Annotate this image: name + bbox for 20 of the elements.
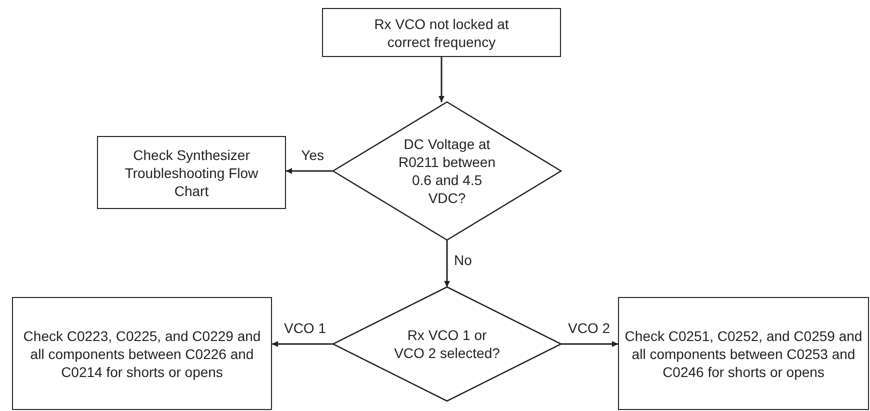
edge-label: VCO 2 — [567, 320, 612, 336]
edge-label: Yes — [300, 147, 325, 163]
decision-diamond — [333, 287, 561, 401]
process-box — [12, 297, 272, 410]
process-box — [322, 8, 561, 57]
arrow — [561, 341, 618, 347]
process-box — [618, 297, 869, 410]
process-box — [97, 136, 286, 209]
arrow — [286, 168, 333, 174]
node-text: DC Voltage at R0211 between 0.6 and 4.5 VDC? — [397, 135, 497, 207]
node-text: Rx VCO 1 or VCO 2 selected? — [393, 326, 501, 362]
arrow — [272, 341, 333, 347]
node-text: Check Synthesizer Troubleshooting Flow Chart — [124, 146, 260, 200]
edge-label: VCO 1 — [282, 320, 327, 336]
node-text: Check C0223, C0225, and C0229 and all components between C0226 and C0214 for shorts or opens — [22, 326, 262, 380]
node-text: Check C0251, C0252, and C0259 and all components between C0253 and C0246 for shorts or opens — [624, 326, 864, 380]
arrow — [444, 240, 450, 287]
decision-diamond — [333, 102, 561, 240]
arrow — [438, 57, 444, 102]
node-text: Rx VCO not locked at correct frequency — [373, 14, 510, 50]
